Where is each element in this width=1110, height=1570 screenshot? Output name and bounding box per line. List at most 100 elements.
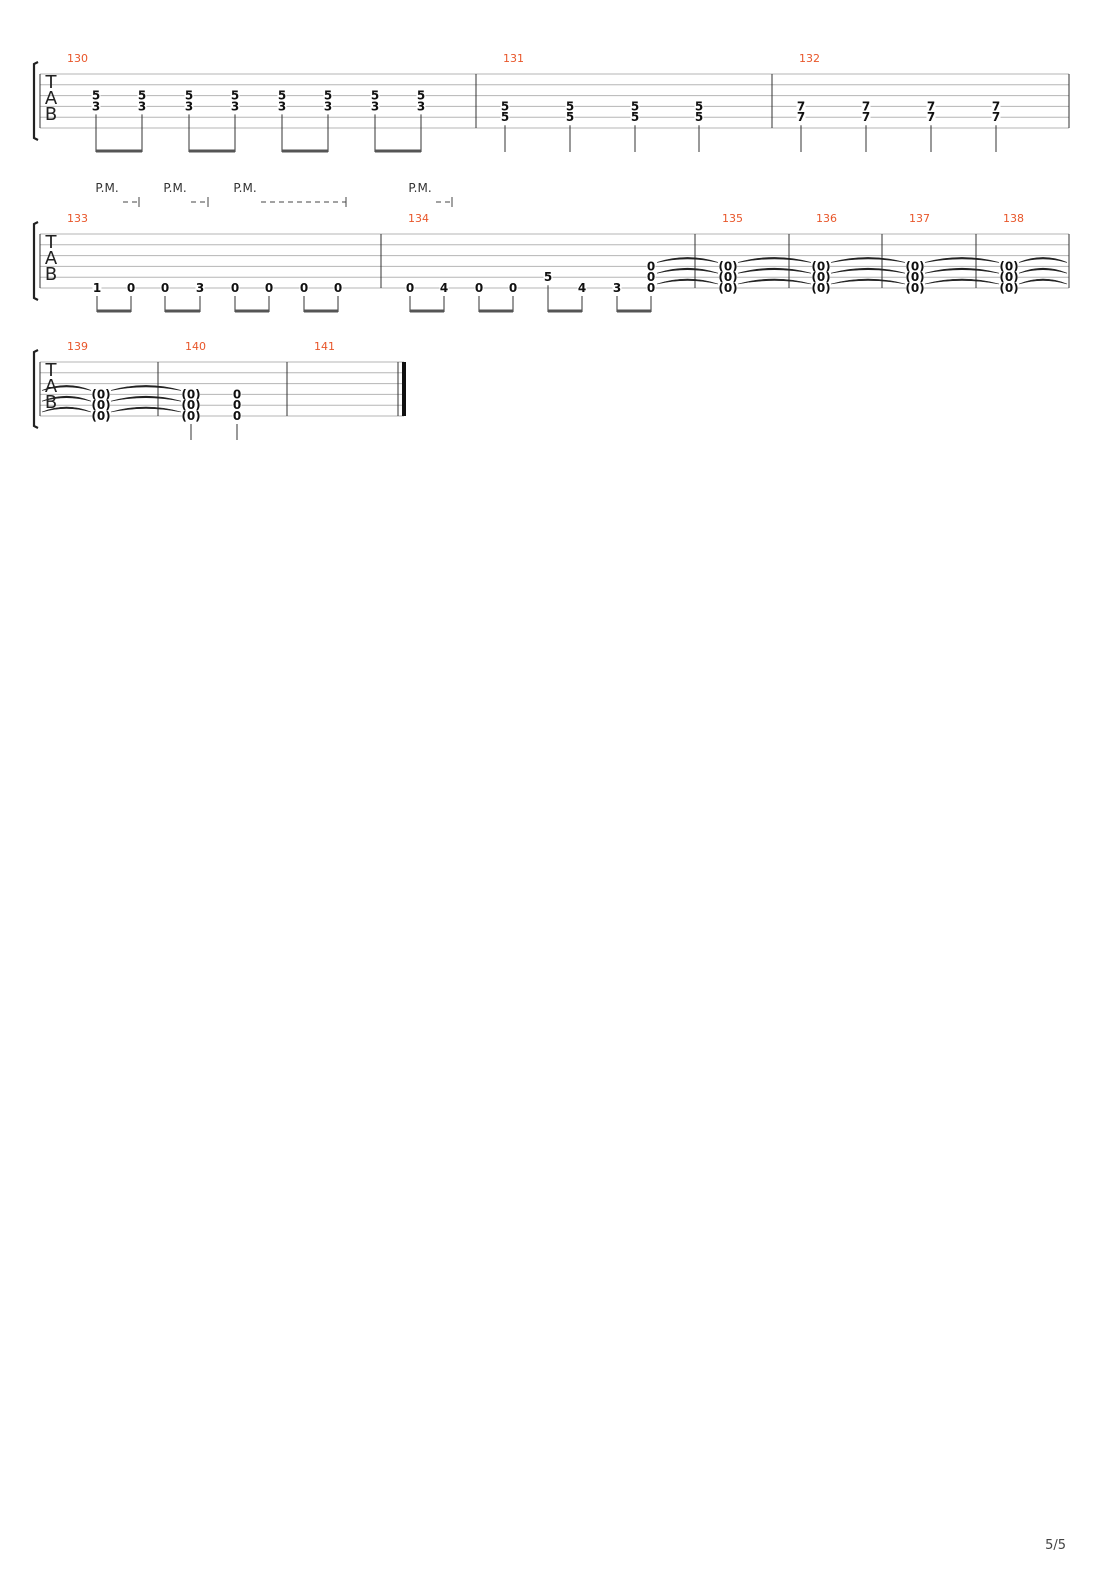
fret-background [92, 388, 110, 400]
fret-background [812, 260, 830, 272]
fret-background [126, 282, 136, 293]
fret-number: 0 [406, 281, 414, 295]
fret-number: 3 [324, 99, 332, 113]
fret-background [906, 282, 924, 293]
tie-arc [830, 278, 906, 285]
fret-number: (0) [999, 270, 1018, 284]
fret-background [370, 100, 380, 112]
fret-number: 5 [92, 89, 100, 103]
palm-mute-label: P.M. [163, 181, 186, 195]
fret-number: 3 [92, 99, 100, 113]
fret-background [160, 282, 170, 293]
fret-number: (0) [905, 281, 924, 295]
measure-number: 135 [722, 212, 743, 225]
tie-arc [737, 278, 812, 285]
tie-arc [924, 278, 1000, 285]
measure-number: 139 [67, 340, 88, 353]
fret-background [232, 410, 242, 421]
fret-number: 3 [231, 99, 239, 113]
tab-clef-letter: T [45, 360, 58, 381]
fret-number: 5 [371, 89, 379, 103]
measure-number: 138 [1003, 212, 1024, 225]
fret-number: 0 [300, 281, 308, 295]
fret-background [612, 282, 622, 293]
fret-number: 3 [417, 99, 425, 113]
measure-number: 137 [909, 212, 930, 225]
fret-number: 7 [797, 99, 805, 113]
fret-background [182, 399, 200, 411]
fret-background [812, 282, 830, 293]
fret-background [991, 100, 1001, 112]
tie-arc [924, 257, 1000, 263]
measure-number: 131 [503, 52, 524, 65]
fret-background [184, 100, 194, 112]
fret-background [299, 282, 309, 293]
measure-number: 141 [314, 340, 335, 353]
fret-number: 0 [231, 281, 239, 295]
system-bracket [32, 349, 39, 429]
palm-mute-label: P.M. [408, 181, 431, 195]
fret-number: 0 [647, 259, 655, 273]
fret-number: 5 [566, 110, 574, 124]
tab-clef-letter: T [45, 72, 58, 93]
fret-number: 4 [440, 281, 448, 295]
fret-number: 1 [93, 281, 101, 295]
fret-number: 0 [647, 281, 655, 295]
palm-mute-label: P.M. [95, 181, 118, 195]
fret-background [577, 282, 587, 293]
fret-number: 7 [797, 110, 805, 124]
tie-arc [656, 257, 719, 263]
tie-arc [656, 278, 719, 285]
fret-background [182, 388, 200, 400]
fret-background [796, 111, 806, 123]
fret-number: 4 [578, 281, 586, 295]
fret-number: (0) [905, 270, 924, 284]
fret-number: 7 [992, 110, 1000, 124]
tie-arc [110, 385, 182, 391]
fret-background [694, 111, 704, 123]
fret-number: 0 [233, 387, 241, 401]
tie-arc [1018, 267, 1068, 274]
fret-background [92, 410, 110, 421]
measure-number: 134 [408, 212, 429, 225]
fret-background [91, 100, 101, 112]
fret-number: 3 [196, 281, 204, 295]
fret-background [405, 282, 415, 293]
fret-background [926, 111, 936, 123]
fret-background [565, 111, 575, 123]
fret-background [812, 271, 830, 283]
fret-background [137, 100, 147, 112]
fret-background [719, 271, 737, 283]
tie-arc [41, 406, 92, 413]
fret-background [508, 282, 518, 293]
fret-number: 3 [278, 99, 286, 113]
tie-arc [924, 267, 1000, 274]
tie-arc [830, 257, 906, 263]
fret-background [1000, 260, 1018, 272]
fret-background [630, 100, 640, 112]
fret-number: (0) [181, 409, 200, 423]
fret-background [926, 100, 936, 112]
fret-background [861, 100, 871, 112]
fret-background [416, 100, 426, 112]
fret-number: 0 [233, 398, 241, 412]
fret-background [333, 282, 343, 293]
fret-number: 7 [927, 99, 935, 113]
fret-number: (0) [91, 387, 110, 401]
fret-number: 0 [475, 281, 483, 295]
fret-number: (0) [811, 259, 830, 273]
fret-background [370, 89, 380, 101]
fret-number: 3 [613, 281, 621, 295]
fret-background [861, 111, 871, 123]
system-bracket [32, 61, 39, 141]
fret-number: 5 [185, 89, 193, 103]
fret-number: 0 [509, 281, 517, 295]
fret-number: 3 [138, 99, 146, 113]
tab-clef-letter: B [45, 104, 57, 125]
fret-number: 0 [265, 281, 273, 295]
fret-number: (0) [181, 398, 200, 412]
fret-background [694, 100, 704, 112]
page-number: 5/5 [1045, 1538, 1066, 1553]
fret-background [230, 89, 240, 101]
